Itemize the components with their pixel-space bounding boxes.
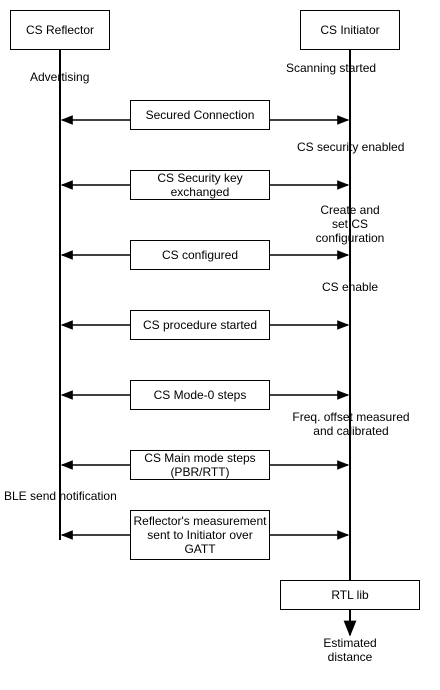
cs-security-enabled-note: CS security enabled xyxy=(297,140,405,154)
message-label: Reflector's measurement sent to Initiato… xyxy=(133,514,267,556)
create-set-config-note: Create and set CS configuration xyxy=(315,203,385,245)
rtl-lib-box: RTL lib xyxy=(280,580,420,610)
rtl-lib-label: RTL lib xyxy=(331,588,369,602)
message-box-secured-connection: Secured Connection xyxy=(130,100,270,130)
message-label: CS procedure started xyxy=(142,318,258,332)
estimated-distance-note: Estimated distance xyxy=(323,636,377,664)
message-box-main-mode-steps: CS Main mode steps (PBR/RTT) xyxy=(130,450,270,480)
cs-enable-note: CS enable xyxy=(322,280,379,294)
message-box-cs-configured: CS configured xyxy=(130,240,270,270)
message-label: CS configured xyxy=(161,248,239,262)
cs-initiator-label: CS Initiator xyxy=(320,23,380,37)
cs-initiator-box: CS Initiator xyxy=(300,10,400,50)
advertising-note: Advertising xyxy=(30,70,90,84)
message-box-mode0-steps: CS Mode-0 steps xyxy=(130,380,270,410)
message-label: CS Security key exchanged xyxy=(157,171,243,199)
message-box-reflector-measurement: Reflector's measurement sent to Initiato… xyxy=(130,510,270,560)
message-label: CS Main mode steps (PBR/RTT) xyxy=(144,451,256,479)
message-box-security-key: CS Security key exchanged xyxy=(130,170,270,200)
ble-send-notification-note: BLE send notification xyxy=(4,489,117,503)
freq-offset-note: Freq. offset measured and calibrated xyxy=(292,410,410,438)
cs-reflector-label: CS Reflector xyxy=(25,23,95,37)
message-label: CS Mode-0 steps xyxy=(153,388,247,402)
message-box-procedure-started: CS procedure started xyxy=(130,310,270,340)
scanning-started-note: Scanning started xyxy=(286,61,377,75)
cs-reflector-box: CS Reflector xyxy=(10,10,110,50)
message-label: Secured Connection xyxy=(145,108,255,122)
